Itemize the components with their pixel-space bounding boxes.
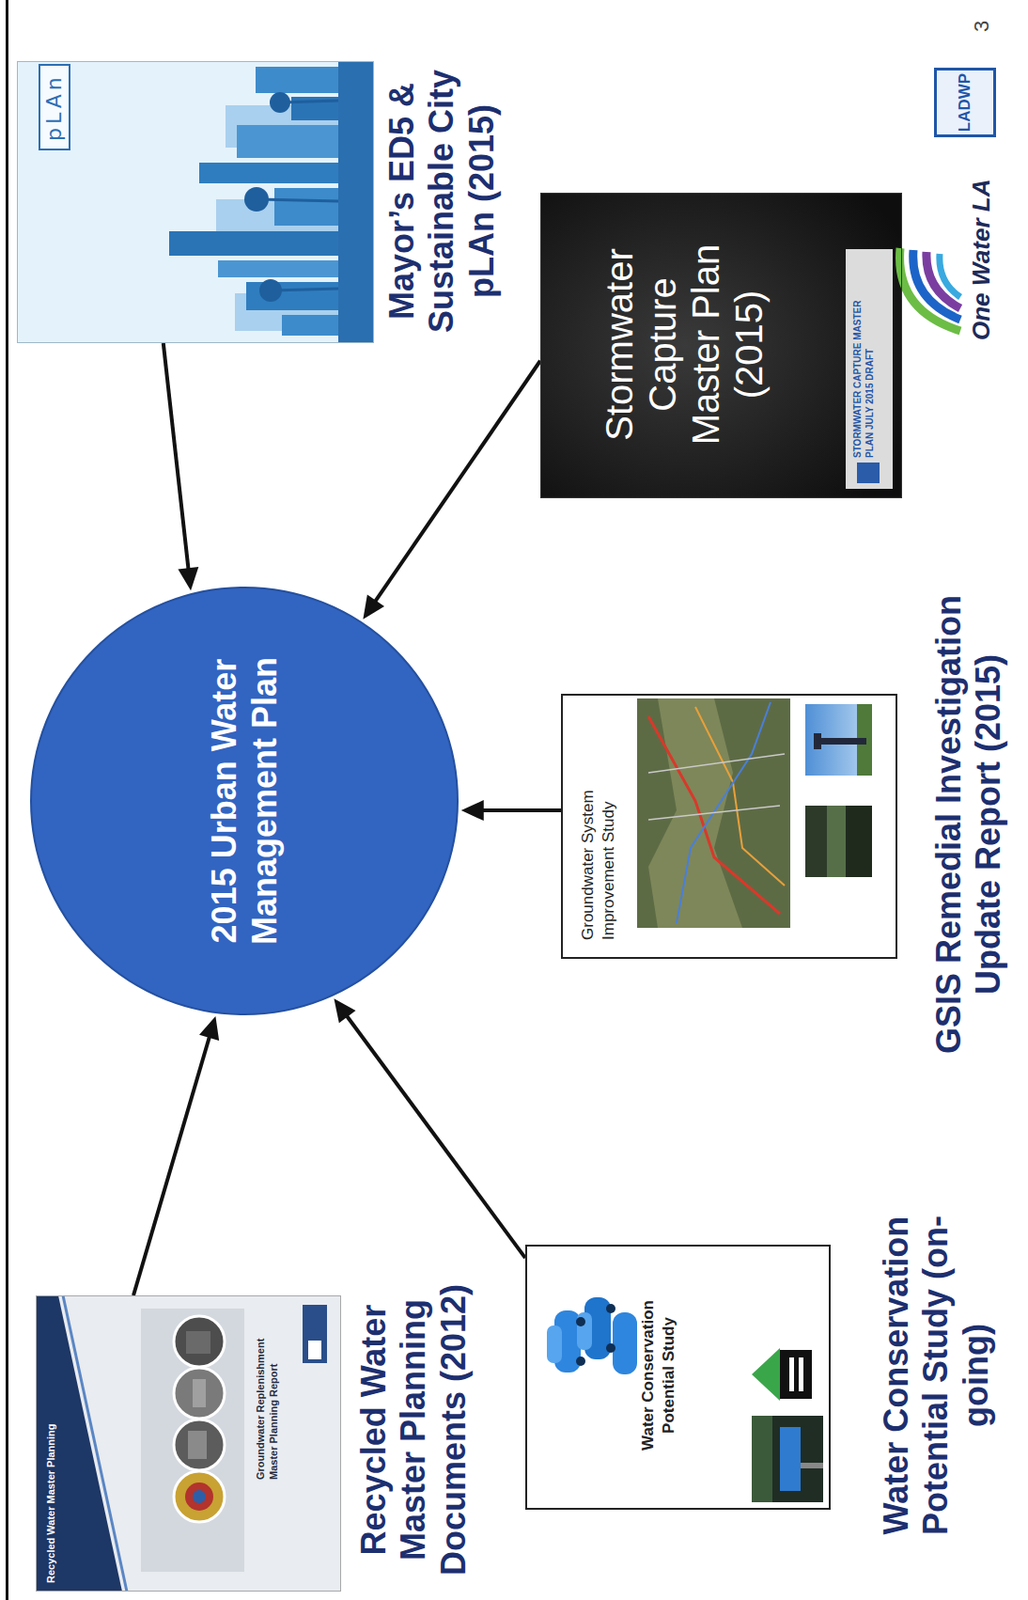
conservation-cover-art-part — [606, 1303, 616, 1313]
document-cover: Stormwater Capture Master Plan (2015) STO… — [540, 192, 903, 499]
arrow-shaft — [133, 1035, 210, 1295]
conservation-cover-art-part — [779, 1426, 801, 1491]
cover-subtitle: STORMWATER CAPTURE MASTER PLAN JULY 2015… — [851, 279, 876, 458]
plan-cover-art-part — [258, 100, 339, 291]
recycled-cover-art-part — [187, 1430, 207, 1459]
document-cover: Groundwater System Improvement StudyGSIS… — [560, 693, 898, 959]
slide-rule — [5, 0, 9, 1600]
cover-series-title: Recycled Water Master Planning — [45, 1417, 59, 1583]
groundwater-cover-art-part — [813, 732, 822, 749]
arrow-head — [362, 594, 385, 620]
one-water-logo-swoosh-part — [913, 249, 961, 320]
conservation-cover-art-part — [800, 1462, 824, 1468]
one-water-logo-swoosh-part — [900, 248, 961, 331]
plan-circle: 2015 Urban Water Management Plan — [30, 586, 459, 1015]
conservation-cover-art-part — [576, 1355, 586, 1366]
recycled-cover-art-part — [173, 1470, 225, 1522]
document-heading: GSIS Remedial Investigation Update Repor… — [929, 532, 1010, 1116]
groundwater-cover-art-part — [845, 805, 873, 877]
conservation-cover-art-part — [612, 1311, 638, 1374]
logo-badge: LADWP — [934, 67, 997, 138]
slide-rule-part — [5, 0, 9, 1600]
recycled-cover-art-part — [308, 1339, 322, 1359]
document-cover: Recycled Water Master Planning Groundwate… — [35, 1294, 342, 1591]
arrow-connector — [461, 799, 561, 821]
plan-cover-art-part — [269, 92, 291, 113]
recycled-cover-art-part — [173, 1315, 225, 1367]
arrow-connector — [133, 1015, 219, 1295]
recycled-cover-art-part — [62, 1294, 127, 1591]
document-heading: Mayor’s ED5 & Sustainable City pLAn (201… — [382, 36, 502, 366]
groundwater-cover-art-part — [805, 703, 873, 776]
conservation-cover-art-part — [779, 1349, 812, 1399]
arrow-shaft — [374, 360, 541, 603]
one-water-logo-swoosh-part — [926, 251, 961, 309]
plan-cover-art-part — [16, 61, 374, 343]
groundwater-cover-art-part — [805, 805, 873, 877]
groundwater-cover-art-part — [637, 698, 791, 928]
recycled-cover-art-part — [302, 1304, 328, 1363]
recycled-cover-art-part — [173, 1367, 225, 1418]
arrow-shaft — [163, 342, 189, 570]
recycled-cover-art — [35, 1294, 342, 1591]
cover-title: Water Conservation Potential Study — [638, 1270, 680, 1480]
stormwater-cover-art-part — [845, 249, 893, 489]
conservation-cover-art-part — [751, 1415, 773, 1502]
circle-title: 2015 Urban Water Management Plan — [203, 617, 285, 984]
recycled-cover-art-part — [173, 1418, 225, 1470]
recycled-cover-art-part — [192, 1489, 206, 1503]
arrow-connector — [362, 360, 541, 620]
conservation-cover-art-part — [789, 1356, 795, 1391]
arrow-shaft — [345, 1014, 526, 1258]
one-water-logo-swoosh-part — [939, 253, 961, 297]
arrow-shaft — [482, 808, 561, 812]
groundwater-cover-art-part — [826, 805, 846, 877]
arrow-connector — [333, 997, 526, 1258]
groundwater-cover-art-part — [648, 698, 743, 928]
groundwater-cover-art-part — [695, 706, 785, 886]
recycled-cover-art-part — [35, 1294, 123, 1591]
recycled-cover-art-part — [192, 1378, 206, 1407]
groundwater-cover-art-part — [813, 737, 867, 745]
recycled-cover-art-part — [185, 1481, 214, 1511]
arrow-head — [461, 799, 484, 821]
groundwater-cover-art — [637, 698, 873, 928]
conservation-cover-art-part — [798, 1356, 804, 1391]
stormwater-cover-art — [540, 192, 903, 499]
logo-text: One Water LA — [967, 179, 996, 341]
stormwater-cover-art-part — [856, 462, 880, 483]
conservation-cover-art-part — [606, 1342, 616, 1353]
plan-cover-art-part — [244, 186, 269, 212]
document-cover: Water Conservation Potential StudyWater … — [525, 1244, 831, 1510]
conservation-cover-art-part — [546, 1324, 562, 1363]
recycled-cover-art-part — [186, 1330, 211, 1354]
plan-cover-art-part — [259, 279, 282, 302]
recycled-cover-art-part — [140, 1308, 245, 1572]
cover-title: Groundwater Replenishment Master Plannin… — [254, 1323, 281, 1480]
cover-title: Stormwater Capture Master Plan (2015) — [597, 219, 771, 469]
document-heading: Recycled Water Master Planning Documents… — [354, 1264, 474, 1594]
arrow-head — [177, 566, 199, 591]
stormwater-cover-art-part — [540, 192, 903, 499]
conservation-cover-art-part — [751, 1415, 824, 1502]
document-cover: pLAnMayor’s ED5 & Sustainable City pLAn … — [16, 61, 374, 343]
plan-cover-art-part — [338, 61, 374, 343]
conservation-cover-art-part — [576, 1311, 592, 1350]
cover-title: Groundwater System Improvement Study — [577, 751, 620, 940]
recycled-cover-art-part — [35, 1294, 342, 1591]
plan-cover-art — [16, 61, 374, 343]
groundwater-cover-art-part — [648, 753, 785, 820]
groundwater-cover-art-part — [676, 701, 771, 923]
conservation-cover-art-part — [576, 1316, 586, 1326]
one-water-logo-swoosh — [900, 248, 961, 331]
conservation-cover-art-part — [751, 1347, 780, 1401]
arrow-head — [199, 1015, 219, 1041]
page-number: 3 — [971, 20, 993, 32]
arrow-head — [333, 997, 356, 1023]
cover-logo-text: pLAn — [38, 63, 71, 151]
arrow-connector — [163, 342, 200, 591]
document-heading: Water Conservation Potential Study (on-g… — [876, 1166, 997, 1584]
conservation-cover-art — [546, 1296, 824, 1502]
